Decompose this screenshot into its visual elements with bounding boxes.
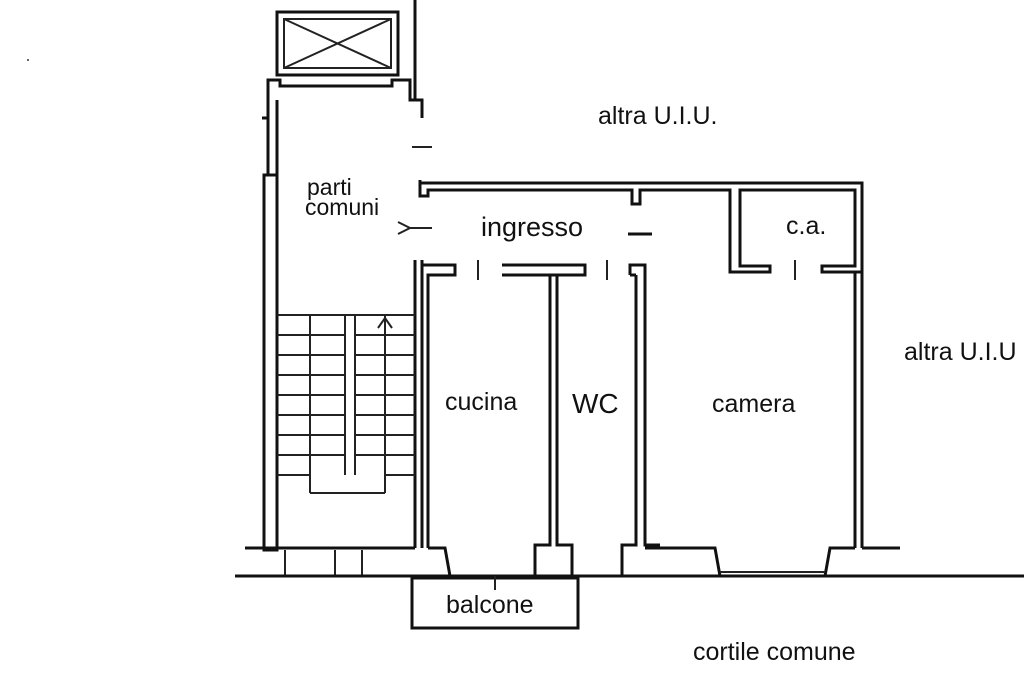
staircase bbox=[245, 314, 415, 576]
label-bedroom: camera bbox=[712, 390, 796, 418]
label-common-parts-line1: parti bbox=[307, 174, 352, 200]
label-other-unit-right: altra U.I.U bbox=[904, 338, 1017, 366]
label-balcony: balcone bbox=[446, 591, 534, 619]
label-entrance: ingresso bbox=[481, 212, 584, 242]
label-common-parts-line2: comuni bbox=[305, 194, 380, 220]
apartment-walls bbox=[418, 180, 900, 577]
label-kitchen: cucina bbox=[445, 388, 518, 416]
label-courtyard: cortile comune bbox=[693, 638, 856, 666]
label-wc: WC bbox=[572, 388, 619, 419]
common-area-walls bbox=[262, 78, 432, 552]
label-other-unit-top: altra U.I.U. bbox=[598, 102, 718, 130]
elevator-shaft bbox=[275, 10, 400, 77]
label-closet: c.a. bbox=[786, 212, 827, 240]
